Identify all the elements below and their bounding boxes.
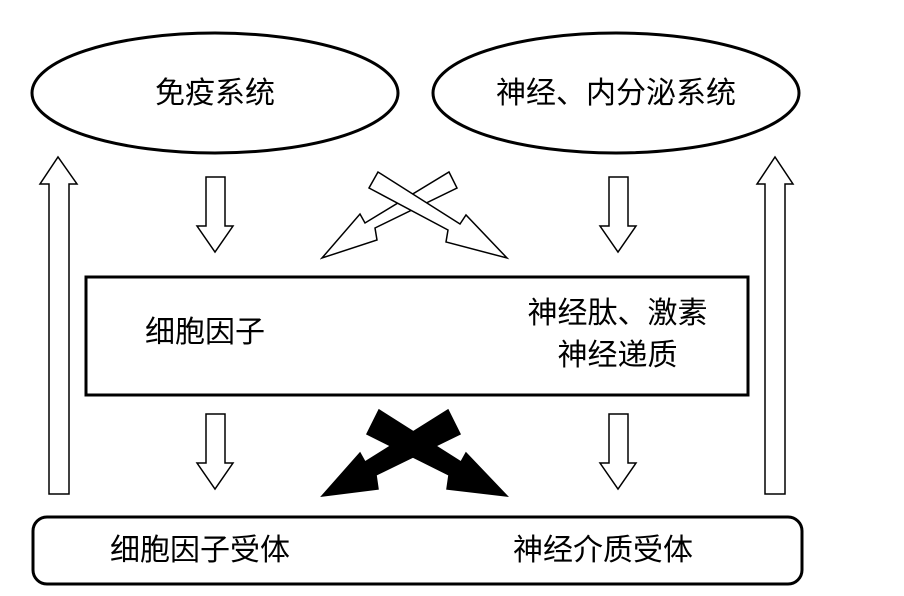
neuro-to-peptides-arrow — [598, 176, 638, 254]
cross-arrow-to-right-filled — [365, 408, 509, 497]
peptides-to-receptor-arrow — [598, 413, 638, 491]
immune-system-ellipse — [30, 31, 400, 155]
mediators-box — [84, 275, 750, 397]
left-feedback-up-arrow — [38, 155, 79, 495]
receptors-box — [31, 515, 804, 586]
right-feedback-up-arrow — [755, 155, 795, 495]
immune-system-label: 免疫系统 — [155, 76, 275, 111]
neurotransmitter-receptor-label: 神经介质受体 — [513, 533, 693, 568]
cross-arrow-to-left-filled — [320, 408, 462, 497]
cytokine-receptor-label: 细胞因子受体 — [110, 533, 290, 568]
cross-arrow-to-left-hollow — [319, 170, 459, 260]
lower-cross-arrows — [320, 408, 509, 497]
immune-to-cytokines-arrow — [195, 176, 235, 254]
neuro-endocrine-ellipse — [431, 31, 801, 155]
upper-cross-arrows — [319, 170, 510, 260]
neuropeptides-hormones-label: 神经肽、激素 — [527, 296, 708, 331]
neuro-endocrine-system-label: 神经、内分泌系统 — [496, 76, 736, 111]
cytokines-to-receptor-arrow — [195, 413, 235, 491]
cross-arrow-to-right-hollow — [367, 170, 510, 260]
cytokines-label: 细胞因子 — [145, 315, 265, 350]
neurotransmitters-label: 神经递质 — [557, 338, 678, 373]
